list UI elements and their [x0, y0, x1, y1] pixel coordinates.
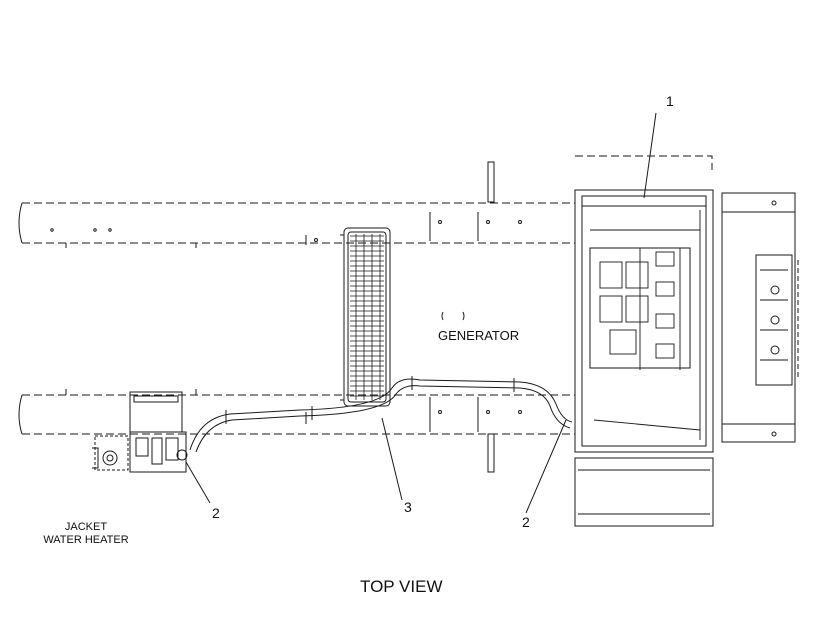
- hose-3: [189, 376, 573, 453]
- callout-2-left: 2: [212, 505, 220, 521]
- view-title: TOP VIEW: [360, 577, 443, 596]
- leader-lines: [185, 112, 657, 514]
- leader-2-right: [525, 419, 567, 514]
- callout-1: 1: [666, 93, 674, 109]
- upper-frame-rail: [18, 161, 575, 248]
- jacket-water-heater-label: JACKET WATER HEATER: [30, 521, 142, 547]
- generator-label: GENERATOR: [438, 328, 520, 343]
- control-panel: [574, 155, 714, 527]
- callout-3: 3: [404, 499, 412, 515]
- leader-1: [643, 112, 657, 199]
- callout-2-right: 2: [522, 514, 530, 530]
- leader-3: [381, 417, 403, 501]
- panel-door: [721, 192, 799, 443]
- jacket-label-line2: WATER HEATER: [43, 534, 129, 546]
- generator-body: [441, 311, 465, 321]
- jacket-label-line1: JACKET: [64, 521, 108, 533]
- leader-2-left: [185, 461, 211, 504]
- lower-frame-rail: [18, 389, 575, 473]
- radiator-grille: [340, 227, 391, 407]
- jacket-water-heater: [92, 391, 188, 473]
